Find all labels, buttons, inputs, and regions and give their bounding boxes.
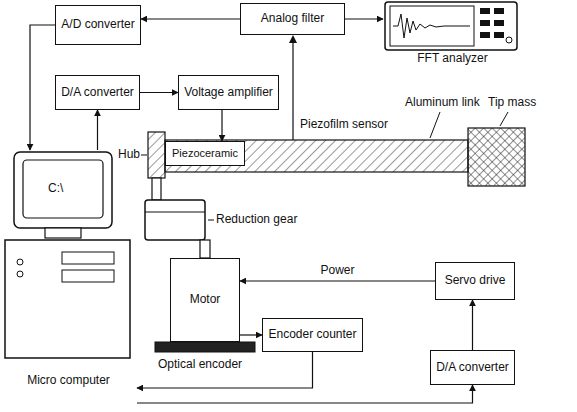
power-button — [17, 259, 23, 265]
analyzer-figure: FFT analyzer — [383, 0, 522, 68]
monitor-stand — [45, 228, 81, 238]
signal-connector — [472, 300, 473, 350]
power-button — [17, 271, 23, 277]
signal-connector — [345, 18, 383, 19]
servo-box: Servo drive — [435, 262, 515, 300]
node-text: D/A converter — [61, 86, 134, 100]
optical-encoder-base — [155, 342, 255, 352]
amplifier-box: Voltage amplifier — [178, 75, 279, 110]
hub-block — [148, 132, 165, 178]
part-label: Reduction gear — [216, 213, 297, 227]
analyzer-key — [494, 8, 504, 14]
motor-box: Motor — [170, 258, 240, 342]
node-text: D/A converter — [436, 361, 509, 375]
node-text: A/D converter — [61, 18, 134, 32]
leader-line — [208, 220, 214, 221]
piezoceramic-patch: Piezoceramic — [165, 141, 245, 166]
converter-box: D/A converter — [55, 75, 140, 110]
signal-connector — [240, 334, 262, 335]
computer-figure: Micro computer — [0, 150, 137, 390]
node-text: Piezoceramic — [172, 147, 238, 160]
node-text: Analog filter — [261, 12, 324, 26]
counter-box: Encoder counter — [262, 318, 363, 352]
reduction-gear — [145, 200, 205, 240]
signal-connector — [240, 280, 435, 281]
floppy-drive — [62, 252, 114, 264]
analyzer-key — [480, 32, 490, 38]
filter-box: Analog filter — [240, 3, 345, 35]
motor-shaft — [200, 240, 210, 258]
computer-screen — [23, 160, 103, 218]
signal-connector — [137, 385, 473, 403]
signal-connector — [97, 110, 98, 150]
node-text: Voltage amplifier — [184, 86, 273, 100]
signal-connector — [141, 18, 240, 19]
floppy-drive — [62, 270, 114, 282]
node-text: Micro computer — [27, 374, 110, 388]
analyzer-waveform — [393, 14, 470, 38]
analyzer-key — [480, 20, 490, 26]
aluminum-beam — [165, 140, 468, 172]
sensor-wire — [292, 40, 293, 140]
edge-label: Power — [318, 264, 356, 278]
analyzer-case — [385, 2, 517, 50]
part-label: Tip mass — [488, 96, 536, 110]
node-text: Servo drive — [445, 274, 506, 288]
analyzer-key — [494, 32, 504, 38]
computer-case — [5, 240, 130, 358]
analyzer-key — [480, 8, 490, 14]
sensor-wire-head — [289, 35, 297, 43]
signal-connector — [137, 352, 313, 388]
node-text: Encoder counter — [268, 328, 356, 342]
converter-box: A/D converter — [55, 5, 141, 45]
leader-line — [500, 112, 508, 126]
node-text: Motor — [190, 293, 221, 307]
leader-line — [141, 155, 147, 156]
signal-connector — [30, 25, 55, 150]
screen-prompt: C:\ — [48, 182, 63, 196]
part-label: Optical encoder — [158, 358, 242, 372]
computer-monitor — [14, 152, 112, 228]
part-label: Hub — [118, 148, 140, 162]
signal-connector — [140, 92, 178, 93]
signal-connector — [221, 110, 222, 141]
leader-line — [430, 112, 440, 138]
part-label: Piezofilm sensor — [300, 118, 388, 132]
analyzer-knob — [506, 37, 512, 43]
analyzer-key — [494, 20, 504, 26]
tip-mass-block — [468, 128, 525, 186]
hub-shaft — [152, 178, 161, 200]
converter-box: D/A converter — [430, 350, 515, 385]
node-text: FFT analyzer — [417, 52, 487, 66]
part-label: Aluminum link — [405, 96, 480, 110]
analyzer-screen — [390, 6, 474, 46]
gear-line — [145, 212, 205, 213]
